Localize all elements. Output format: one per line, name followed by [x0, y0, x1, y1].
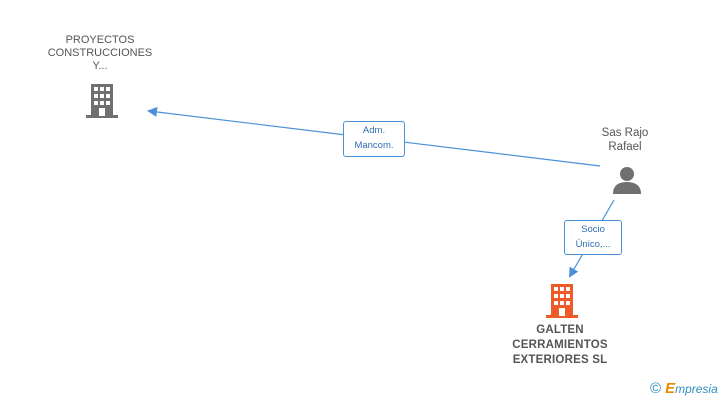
brand-name: mpresia: [675, 382, 718, 396]
edge-label-adm-mancom[interactable]: Adm. Mancom.: [343, 121, 405, 157]
building-icon[interactable]: [86, 84, 118, 118]
brand-logo: Empresia: [665, 380, 718, 397]
company-top-label[interactable]: PROYECTOS CONSTRUCCIONES Y...: [47, 34, 153, 72]
person-label[interactable]: Sas Rajo Rafael: [601, 127, 649, 153]
company-main-label[interactable]: GALTEN CERRAMIENTOS EXTERIORES SL: [512, 324, 608, 366]
building-icon[interactable]: [546, 284, 578, 318]
empresia-watermark: © Empresia: [650, 380, 718, 397]
edge-label-socio-unico[interactable]: Socio Único,...: [564, 220, 622, 255]
copyright-symbol: ©: [650, 379, 662, 397]
brand-initial: E: [665, 380, 676, 397]
person-icon[interactable]: [612, 165, 642, 195]
